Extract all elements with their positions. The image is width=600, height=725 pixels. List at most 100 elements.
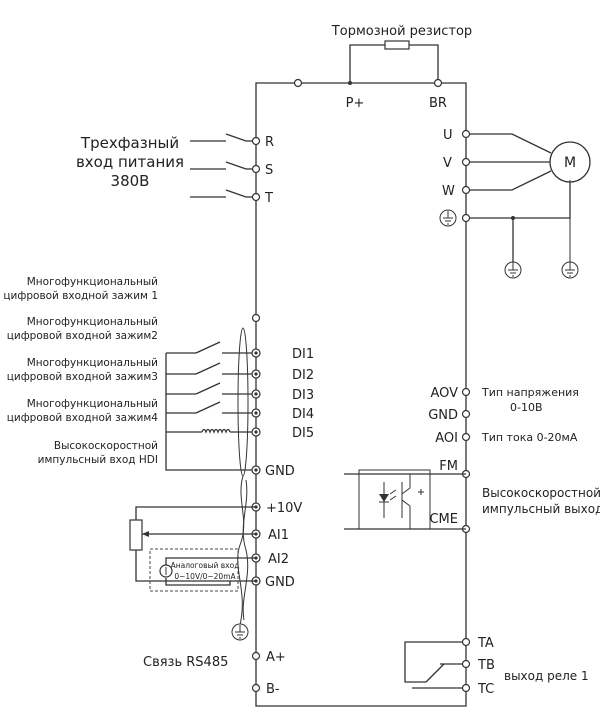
aoi-desc: Тип тока 0-20мА — [481, 431, 578, 444]
terminal-ta — [461, 637, 471, 647]
terminal-w-label: W — [442, 184, 455, 199]
terminal-gnd-inputs-core — [254, 468, 258, 472]
terminal-aoi — [461, 432, 471, 442]
pe-junction-dot — [511, 216, 515, 220]
terminal-common-top — [251, 313, 261, 323]
terminal-pe — [461, 213, 471, 223]
terminal-gnd-output — [461, 409, 471, 419]
power-input-title-line2: вход питания — [76, 153, 184, 171]
terminal-u-label: U — [443, 128, 453, 143]
terminal-tb-label: TB — [477, 658, 495, 673]
terminal-di5-label: DI5 — [292, 426, 314, 441]
terminal-tc — [461, 683, 471, 693]
motor-wire-w — [470, 170, 552, 191]
di1-desc-line2: цифровой входной зажим 1 — [3, 290, 158, 302]
di3-desc-line2: цифровой входной зажим3 — [7, 371, 158, 383]
relay-label: выход реле 1 — [504, 669, 589, 683]
terminal-s — [251, 164, 261, 174]
inverter-body-outline — [255, 82, 467, 707]
terminal-di1-label: DI1 — [292, 347, 314, 362]
aov-desc-line1: Тип напряжения — [481, 386, 579, 399]
terminal-p-plus-label: P+ — [346, 96, 365, 111]
switch-di2 — [166, 362, 256, 375]
brake-resistor-wire — [349, 44, 439, 83]
relay-contact-nc — [425, 663, 445, 683]
switch-di3 — [166, 382, 256, 395]
terminal-di2-core — [254, 372, 258, 376]
analog-source-wire-bottom — [165, 578, 231, 586]
brake-junction-dot — [348, 81, 352, 85]
terminal-aov-label: AOV — [430, 386, 458, 401]
terminal-r — [251, 136, 261, 146]
terminal-di2-label: DI2 — [292, 368, 314, 383]
di4-desc-line1: Многофункциональный — [27, 398, 158, 410]
terminal-cme-label: CME — [429, 512, 458, 527]
terminal-b-minus-label: B- — [266, 682, 280, 697]
switch-t — [190, 189, 256, 198]
terminal-s-label: S — [265, 163, 273, 178]
analog-box-line2: 0~10V/0~20mA — [174, 572, 236, 581]
switch-r — [190, 133, 256, 142]
hdi-desc-line2: импульсный вход HDI — [38, 454, 158, 466]
inputs-common-bus — [165, 353, 256, 471]
brake-resistor-title: Тормозной резистор — [331, 24, 472, 39]
switch-di1 — [166, 341, 256, 354]
terminal-di1-core — [254, 351, 258, 355]
di2-desc-line2: цифровой входной зажим2 — [7, 330, 158, 342]
hdi-desc-line1: Высокоскоростной — [54, 440, 158, 452]
terminal-t-label: T — [264, 191, 273, 206]
terminal-br-label: BR — [429, 96, 447, 111]
fm-desc-line2: импульсный выход — [482, 502, 600, 516]
shield-drain-wire — [237, 475, 245, 626]
terminal-di3-label: DI3 — [292, 388, 314, 403]
switch-di4 — [166, 401, 256, 414]
power-input-title-line1: Трехфазный — [80, 134, 179, 152]
terminal-di4-core — [254, 411, 258, 415]
terminal-gnd-output-label: GND — [428, 408, 458, 423]
terminal-plus10v-label: +10V — [266, 501, 302, 516]
motor-wire-u — [470, 133, 552, 154]
terminal-ai2-label: AI2 — [268, 552, 289, 567]
terminal-di4-label: DI4 — [292, 407, 314, 422]
pe-ground-icon — [439, 209, 457, 227]
optocoupler-box — [358, 469, 431, 530]
terminal-a-plus-label: A+ — [266, 650, 286, 665]
di3-desc-line1: Многофункциональный — [27, 357, 158, 369]
terminal-ai1-label: AI1 — [268, 528, 289, 543]
terminal-r-label: R — [265, 135, 274, 150]
terminal-gnd-analog-label: GND — [265, 575, 295, 590]
terminal-br — [433, 78, 443, 88]
di1-desc-line1: Многофункциональный — [27, 276, 158, 288]
ground-icon-1 — [504, 261, 522, 279]
terminal-aov — [461, 387, 471, 397]
di4-desc-line2: цифровой входной зажим4 — [7, 412, 159, 424]
terminal-di5-core — [254, 430, 258, 434]
terminal-t — [251, 192, 261, 202]
potentiometer-wire-top — [135, 506, 256, 520]
terminal-fm-label: FM — [439, 459, 458, 474]
shield-loop — [237, 327, 249, 477]
terminal-gnd-inputs-label: GND — [265, 464, 295, 479]
rs485-label: Связь RS485 — [143, 655, 228, 670]
terminal-tc-label: TC — [477, 682, 494, 697]
potentiometer-icon — [129, 519, 143, 551]
shield-ground-icon — [231, 623, 249, 641]
terminal-ta-label: TA — [477, 636, 494, 651]
analog-box-line1: Аналоговый вход — [171, 561, 240, 570]
terminal-a-plus — [251, 651, 261, 661]
di2-desc-line1: Многофункциональный — [27, 316, 158, 328]
ground-icon-2 — [561, 180, 579, 279]
potentiometer-wiper-arrow — [142, 531, 149, 537]
shield-drain-wire-2 — [242, 479, 249, 621]
hdi-coil — [166, 428, 256, 434]
optocoupler-icon — [379, 474, 411, 529]
terminal-p-plus — [293, 78, 303, 88]
terminal-aoi-label: AOI — [435, 431, 458, 446]
analog-source-wire-top — [165, 557, 256, 565]
fm-desc-line1: Высокоскоростной — [482, 486, 600, 500]
terminal-v-label: V — [443, 156, 452, 171]
potentiometer-wire-bottom — [135, 550, 256, 582]
aov-desc-line2: 0-10В — [510, 401, 543, 414]
relay-wire-ta — [404, 641, 462, 683]
